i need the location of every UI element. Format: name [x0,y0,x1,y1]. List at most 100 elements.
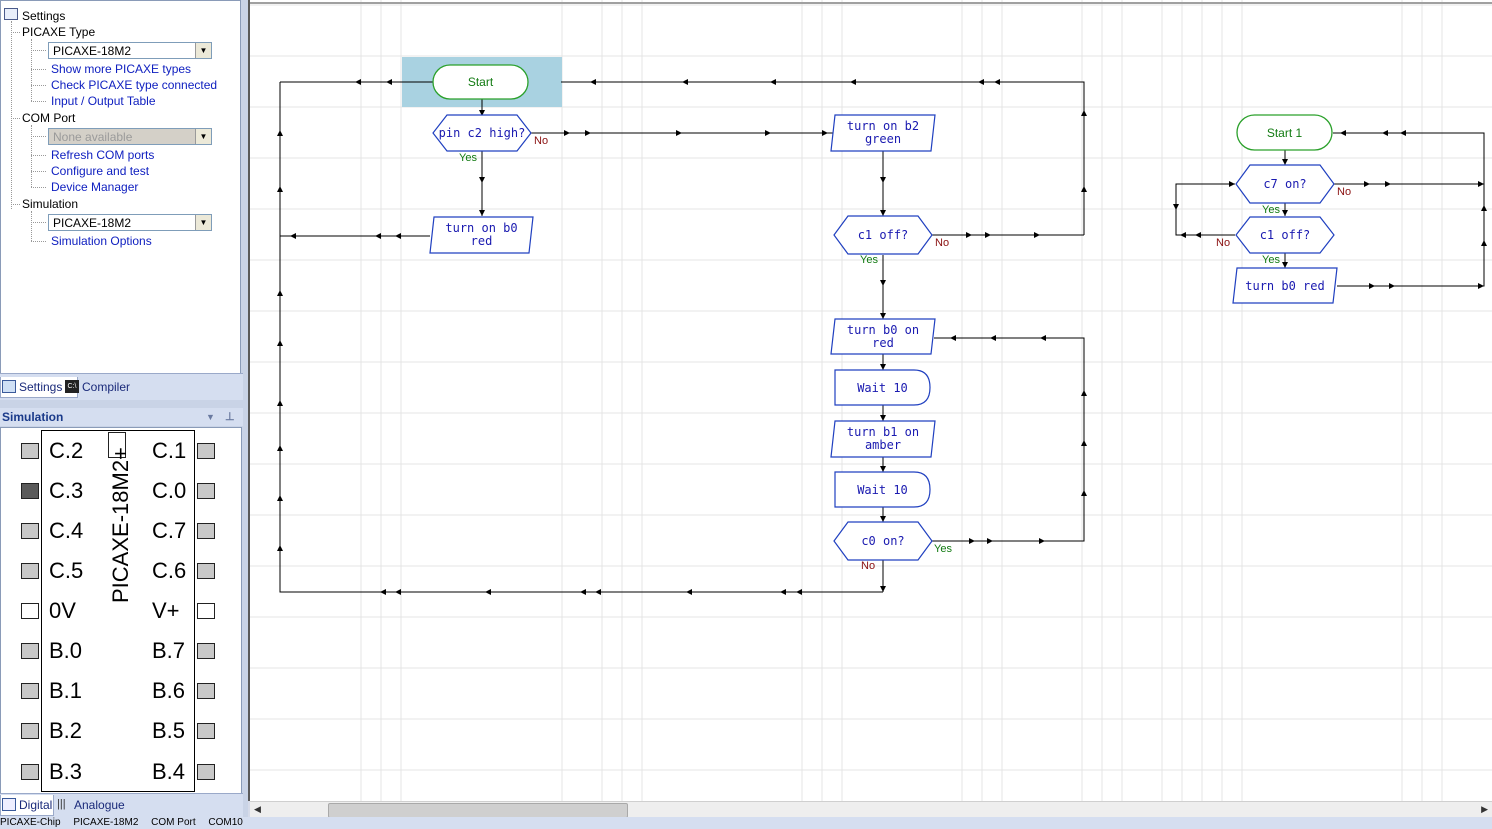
panel-tabbar-bottom: Digital ||| Analogue [0,793,243,818]
wire-arrow [682,79,688,85]
pin-toggle-left[interactable] [21,443,39,459]
start-node-label: Start [467,75,494,89]
show-more-types-link[interactable]: Show more PICAXE types [51,62,192,76]
decision-c1-off-label: c1 off? [857,228,909,242]
wire-arrow [485,589,491,595]
wire-arrow [479,210,485,216]
tab-settings[interactable]: Settings [0,377,78,398]
delay-wait-10-a-label: Wait 10 [857,381,908,395]
pin-toggle-left[interactable] [21,643,39,659]
scroll-right-icon[interactable]: ▶ [1481,804,1488,814]
wire-arrow [770,79,776,85]
pin-toggle-left[interactable] [21,603,39,619]
status-com-label: COM Port [151,817,196,828]
branch-no-label: No [1337,186,1352,198]
tab-compiler[interactable]: C:\ Compiler [64,377,148,397]
device-manager-link[interactable]: Device Manager [51,180,139,194]
left-panel: Settings PICAXE Type PICAXE-18M2 ▼ Show … [0,0,248,829]
simulation-value: PICAXE-18M2 [53,216,132,230]
wire-arrow [395,233,401,239]
delay-wait-10-b[interactable] [834,471,931,508]
decision-pin-c2[interactable] [432,114,532,152]
pin-toggle-left[interactable] [21,723,39,739]
tab-analogue[interactable]: ||| Analogue [56,795,138,815]
start-node[interactable] [432,64,529,100]
output-turn-b1-on-amber[interactable] [830,420,936,458]
decision-c1-off[interactable] [833,215,933,255]
delay-wait-10-a[interactable] [834,369,931,406]
wire-arrow [1195,232,1201,238]
wire-arrow [1034,232,1040,238]
pin-icon[interactable]: ⊥ [225,411,235,423]
picaxe-type-value: PICAXE-18M2 [53,44,132,58]
pin-toggle-right[interactable] [197,764,215,780]
pin-toggle-right[interactable] [197,683,215,699]
pin-toggle-left[interactable] [21,563,39,579]
decision-c0-on[interactable] [833,521,933,561]
horizontal-scrollbar[interactable]: ◀ ▶ [250,801,1492,818]
pin-toggle-right[interactable] [197,443,215,459]
wire-arrow [850,79,856,85]
pin-toggle-right[interactable] [197,603,215,619]
pin-label-right: B.7 [152,638,186,663]
output-turn-b0-red[interactable] [1232,267,1338,304]
pin-label-left: 0V [49,598,76,623]
pin-toggle-right[interactable] [197,563,215,579]
wire-arrow [1229,181,1235,187]
wire-arrow [290,233,296,239]
pin-label-right: B.4 [152,759,186,784]
pin-toggle-left[interactable] [21,764,39,780]
wire-arrow [277,186,283,192]
io-table-link[interactable]: Input / Output Table [51,94,156,108]
picaxe-type-select[interactable]: PICAXE-18M2 ▼ [48,42,212,59]
scroll-left-icon[interactable]: ◀ [254,804,261,814]
pin-toggle-left[interactable] [21,483,39,499]
wire-arrow [1081,440,1087,446]
output-turn-on-b2-green[interactable] [830,114,936,152]
settings-root-label[interactable]: Settings [22,9,66,23]
com-port-value: None available [53,130,133,144]
chevron-down-icon[interactable]: ▼ [195,43,211,58]
decision-c1-off-2-label: c1 off? [1259,228,1311,242]
wire-arrow [1478,181,1484,187]
list-icon [2,798,16,811]
simulation-panel-title: Simulation [2,410,64,424]
output-turn-on-b0-red[interactable] [429,216,534,254]
check-type-link[interactable]: Check PICAXE type connected [51,78,218,92]
dropdown-arrow-icon[interactable]: ▼ [206,412,215,422]
configure-test-link[interactable]: Configure and test [51,164,150,178]
pin-toggle-right[interactable] [197,723,215,739]
scrollbar-thumb[interactable] [328,803,628,818]
pin-toggle-left[interactable] [21,523,39,539]
pin-toggle-right[interactable] [197,483,215,499]
start1-node[interactable] [1236,114,1333,151]
pin-toggle-right[interactable] [197,643,215,659]
wire-arrow [595,589,601,595]
decision-c1-off-2[interactable] [1235,216,1335,254]
com-port-label[interactable]: COM Port [22,111,76,125]
wire-arrow [479,177,485,183]
wire-arrow [1039,538,1045,544]
wire-arrow [585,130,591,136]
simulation-options-link[interactable]: Simulation Options [51,234,152,248]
output-turn-b0-red-label: turn b0 red [1245,279,1325,293]
output-turn-b0-on-red[interactable] [830,318,936,355]
branch-yes-label: Yes [1262,254,1280,266]
wire-arrow [780,589,786,595]
tab-digital[interactable]: Digital [0,795,54,816]
chevron-down-icon[interactable]: ▼ [195,215,211,230]
wire-arrow [966,232,972,238]
flow-wire [930,337,1085,542]
wire-arrow [277,495,283,501]
branch-no-label: No [935,237,950,249]
picaxe-type-label[interactable]: PICAXE Type [22,25,96,39]
flow-wire [561,81,1085,235]
refresh-com-link[interactable]: Refresh COM ports [51,148,155,162]
decision-c7-on[interactable] [1235,164,1335,204]
simulation-label[interactable]: Simulation [22,197,79,211]
pin-toggle-right[interactable] [197,523,215,539]
simulation-select[interactable]: PICAXE-18M2 ▼ [48,214,212,231]
pin-toggle-left[interactable] [21,683,39,699]
